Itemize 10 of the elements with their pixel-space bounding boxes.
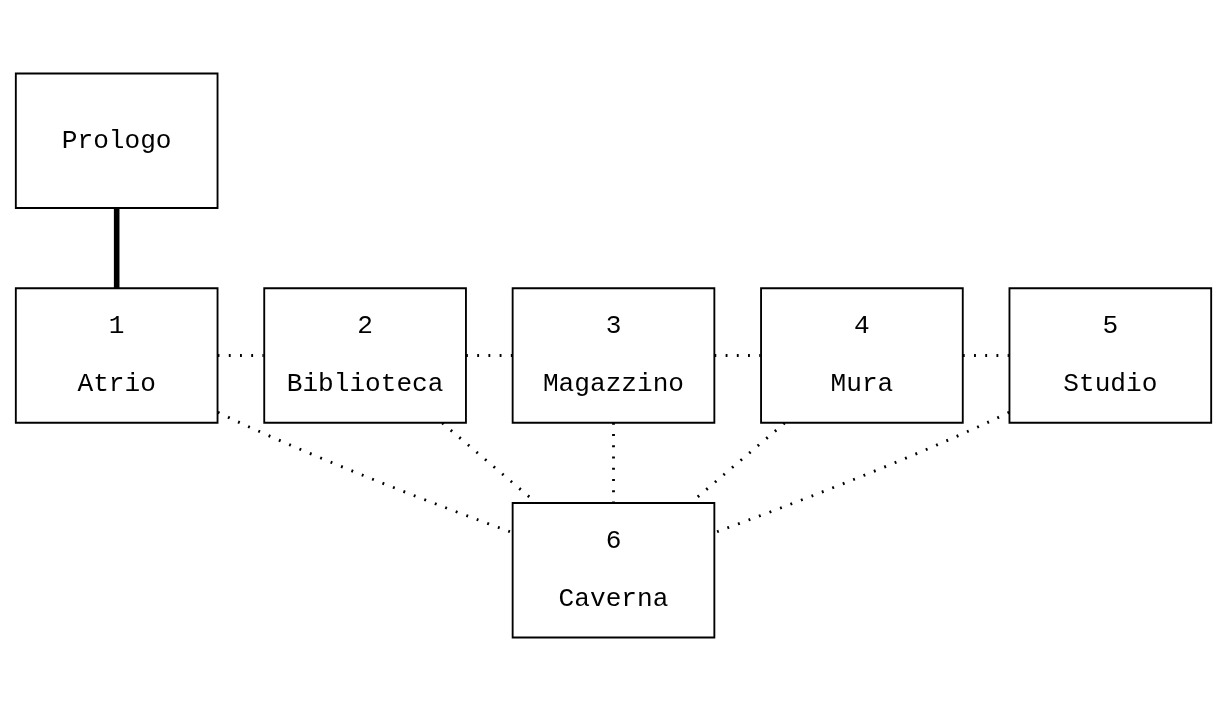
node-box: 6 Caverna (511, 502, 716, 639)
connector (113, 208, 120, 289)
node-box: 4 Mura (760, 287, 964, 424)
node-box: Prologo (14, 72, 219, 209)
connector (217, 410, 513, 534)
node-box: 3 Magazzino (511, 287, 716, 424)
node-box: 2 Biblioteca (263, 287, 467, 424)
node-box: 1 Atrio (14, 287, 219, 424)
connector (714, 410, 1010, 534)
node-box: 5 Studio (1008, 287, 1213, 424)
